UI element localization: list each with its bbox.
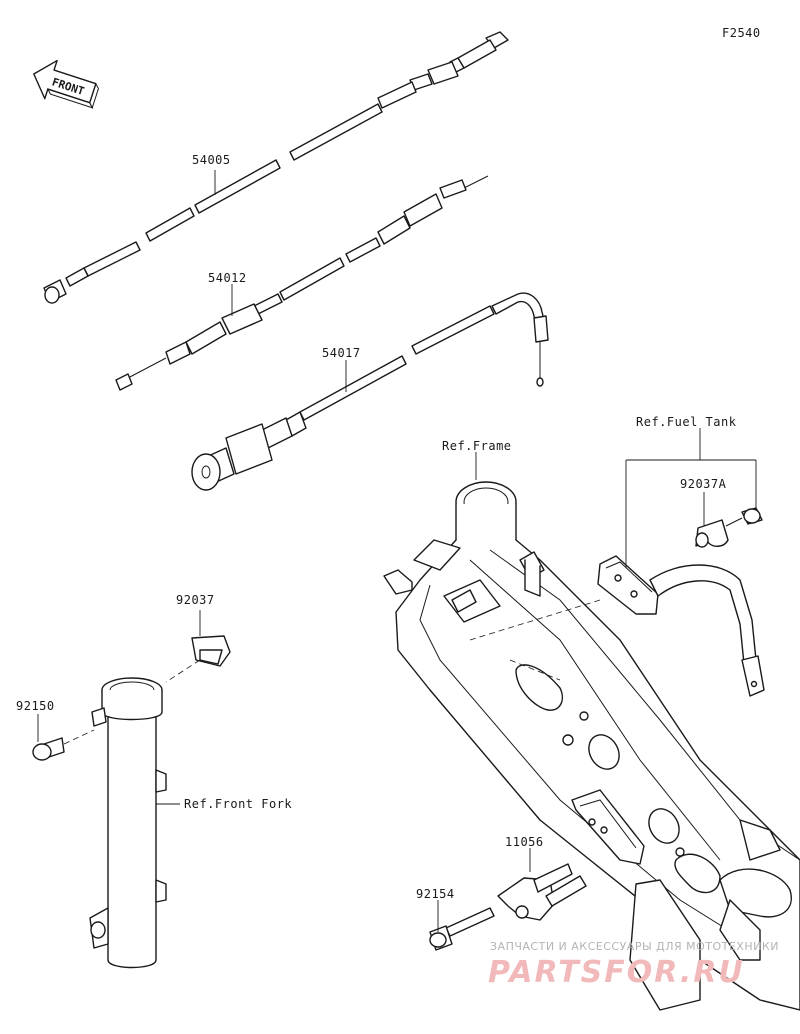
watermark-line1: ЗАПЧАСТИ И АКСЕССУАРЫ ДЛЯ МОТОТЕХНИКИ	[490, 940, 779, 953]
label-92037A: 92037A	[680, 477, 727, 491]
label-92150: 92150	[16, 699, 55, 713]
fuel-tank-bracket	[597, 555, 765, 697]
label-92037: 92037	[176, 593, 215, 607]
label-54017: 54017	[322, 346, 361, 360]
label-92154: 92154	[416, 887, 455, 901]
cable-54017	[191, 292, 549, 491]
bolt-92154	[429, 907, 495, 951]
frame-assembly	[383, 481, 800, 1011]
plate-11056	[497, 863, 587, 921]
fuel-tank-leaders	[625, 428, 757, 568]
label-ref-front-fork: Ref.Front Fork	[184, 797, 292, 811]
leader-lines	[37, 170, 531, 932]
label-54005: 54005	[192, 153, 231, 167]
cable-54012	[115, 175, 489, 391]
front-fork-assembly	[89, 677, 167, 969]
clamp-92037	[165, 635, 231, 683]
clamp-92037A	[695, 519, 729, 548]
bolt-fuel-tank	[725, 507, 763, 527]
label-11056: 11056	[505, 835, 544, 849]
cable-54005	[43, 31, 509, 304]
label-ref-frame: Ref.Frame	[442, 439, 512, 453]
label-54012: 54012	[208, 271, 247, 285]
label-ref-fuel-tank: Ref.Fuel Tank	[636, 415, 737, 429]
front-direction-arrow-icon: FRONT	[33, 59, 99, 110]
watermark-line2: PARTSFOR.RU	[488, 955, 745, 990]
bolt-92150	[32, 729, 95, 761]
figure-code: F2540	[722, 26, 761, 40]
